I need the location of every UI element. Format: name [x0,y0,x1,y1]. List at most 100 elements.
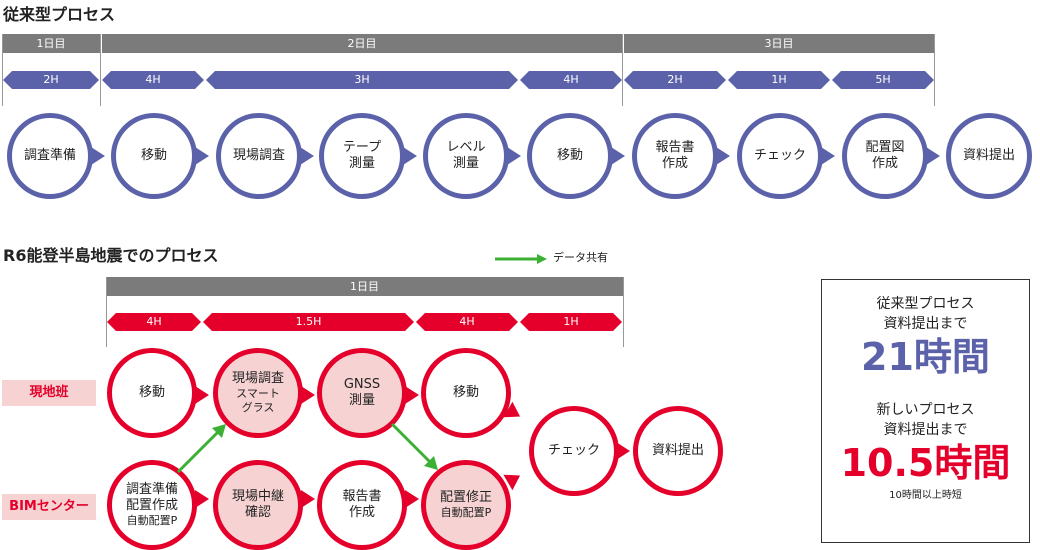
step-label: 報告書 [342,488,382,504]
duration-segment: 4H [520,71,622,89]
process-step: 現場調査スマートグラス [213,348,303,438]
traditional-process-title: 従来型プロセス [3,5,116,24]
step-label: 現場中継 [231,488,284,504]
step-label: 現場調査 [232,147,285,163]
step-sublabel: グラス [241,401,275,415]
process-step: レベル測量 [423,113,509,199]
flow-arrow-icon [616,442,630,460]
flow-arrow-icon [301,490,315,508]
step-sublabel: 自動配置P [126,514,178,528]
step-label: 配置図 [865,139,905,155]
process-step: チェック [529,406,619,496]
step-label: 調査準備 [125,481,178,497]
process-step: 移動 [111,113,197,199]
legend-label: データ共有 [553,251,608,264]
legend [495,250,551,264]
duration-segment: 5H [832,71,934,89]
day-divider [934,34,935,106]
process-step: 調査準備 [7,113,93,199]
step-label: 資料提出 [962,147,1015,163]
summary-box: 従来型プロセス 資料提出まで 21時間 新しいプロセス 資料提出まで 10.5時… [821,279,1030,543]
day-band-3: 3日目 [624,34,934,53]
step-label: 確認 [244,505,271,520]
day-divider [106,277,107,347]
time-saving-note: 10時間以上時短 [889,490,962,501]
step-label: 報告書 [655,139,695,155]
step-label: レベル [446,139,486,155]
step-label: 測量 [348,156,375,171]
day-divider [622,34,623,106]
step-label: 配置修正 [439,490,492,505]
step-label: 作成 [661,156,688,171]
process-step: 報告書作成 [317,460,407,550]
data-share-arrow [176,424,226,474]
process-step: 報告書作成 [632,113,718,199]
new-process-sublabel: 資料提出まで [883,422,968,438]
step-label: テープ [342,139,382,155]
step-label: 配置作成 [125,498,178,514]
duration-segment: 2H [3,71,99,89]
new-process-label: 新しいプロセス [876,402,975,418]
flow-arrow-icon [716,147,730,165]
new-process-time: 10.5時間 [840,441,1011,485]
step-label: 現場調査 [231,371,284,387]
duration-segment: 3H [206,71,518,89]
step-label: 移動 [138,384,165,400]
process-step: テープ測量 [319,113,405,199]
process-step: 資料提出 [946,113,1032,199]
duration-segment: 1H [728,71,830,89]
step-sublabel: スマート [236,387,280,401]
flow-arrow-icon [611,147,625,165]
step-label: 移動 [140,147,167,163]
process-step: 移動 [421,348,511,438]
day-band-2: 2日目 [102,34,622,53]
team-label-field: 現地班 [2,380,96,406]
flow-arrow-icon [195,386,209,404]
old-process-time: 21時間 [861,335,990,379]
day-divider [100,34,101,106]
flow-arrow-icon [300,147,314,165]
day-divider [2,34,3,106]
process-step: 移動 [527,113,613,199]
flow-arrow-icon [507,147,521,165]
step-label: GNSS [343,376,381,392]
flow-arrow-icon [405,386,419,404]
process-step: チェック [737,113,823,199]
flow-arrow-icon [821,147,835,165]
day-band-1: 1日目 [106,277,623,296]
duration-segment: 4H [107,313,201,331]
step-label: 作成 [871,156,898,171]
step-label: 測量 [452,156,479,171]
flow-arrow-icon [403,147,417,165]
process-step: 配置修正自動配置P [421,460,511,550]
process-step: 資料提出 [633,406,723,496]
process-step: 調査準備配置作成自動配置P [107,460,197,550]
old-process-sublabel: 資料提出まで [883,316,968,332]
duration-segment: 2H [624,71,726,89]
duration-segment: 1H [520,313,622,331]
process-step: 移動 [107,348,197,438]
duration-segment: 1.5H [203,313,414,331]
step-label: 資料提出 [651,442,704,458]
process-step: 現場中継確認 [213,460,303,550]
data-share-arrow [390,422,438,470]
green-arrow-icon [495,254,547,264]
step-label: 移動 [556,147,583,163]
duration-segment: 4H [416,313,518,331]
step-label: チェック [753,147,806,163]
step-label: 作成 [348,505,375,520]
flow-arrow-icon [926,147,940,165]
day-divider [623,277,624,347]
flow-arrow-icon [195,147,209,165]
flow-arrow-icon [195,490,209,508]
step-label: 移動 [452,384,479,400]
flow-arrow-icon [405,490,419,508]
step-label: 測量 [348,393,375,408]
new-process-title: R6能登半島地震でのプロセス [3,246,219,265]
old-process-label: 従来型プロセス [876,296,975,312]
flow-arrow-icon [301,386,315,404]
step-label: 調査準備 [23,147,76,163]
flow-arrow-icon [91,147,105,165]
day-band-1: 1日目 [2,34,100,53]
